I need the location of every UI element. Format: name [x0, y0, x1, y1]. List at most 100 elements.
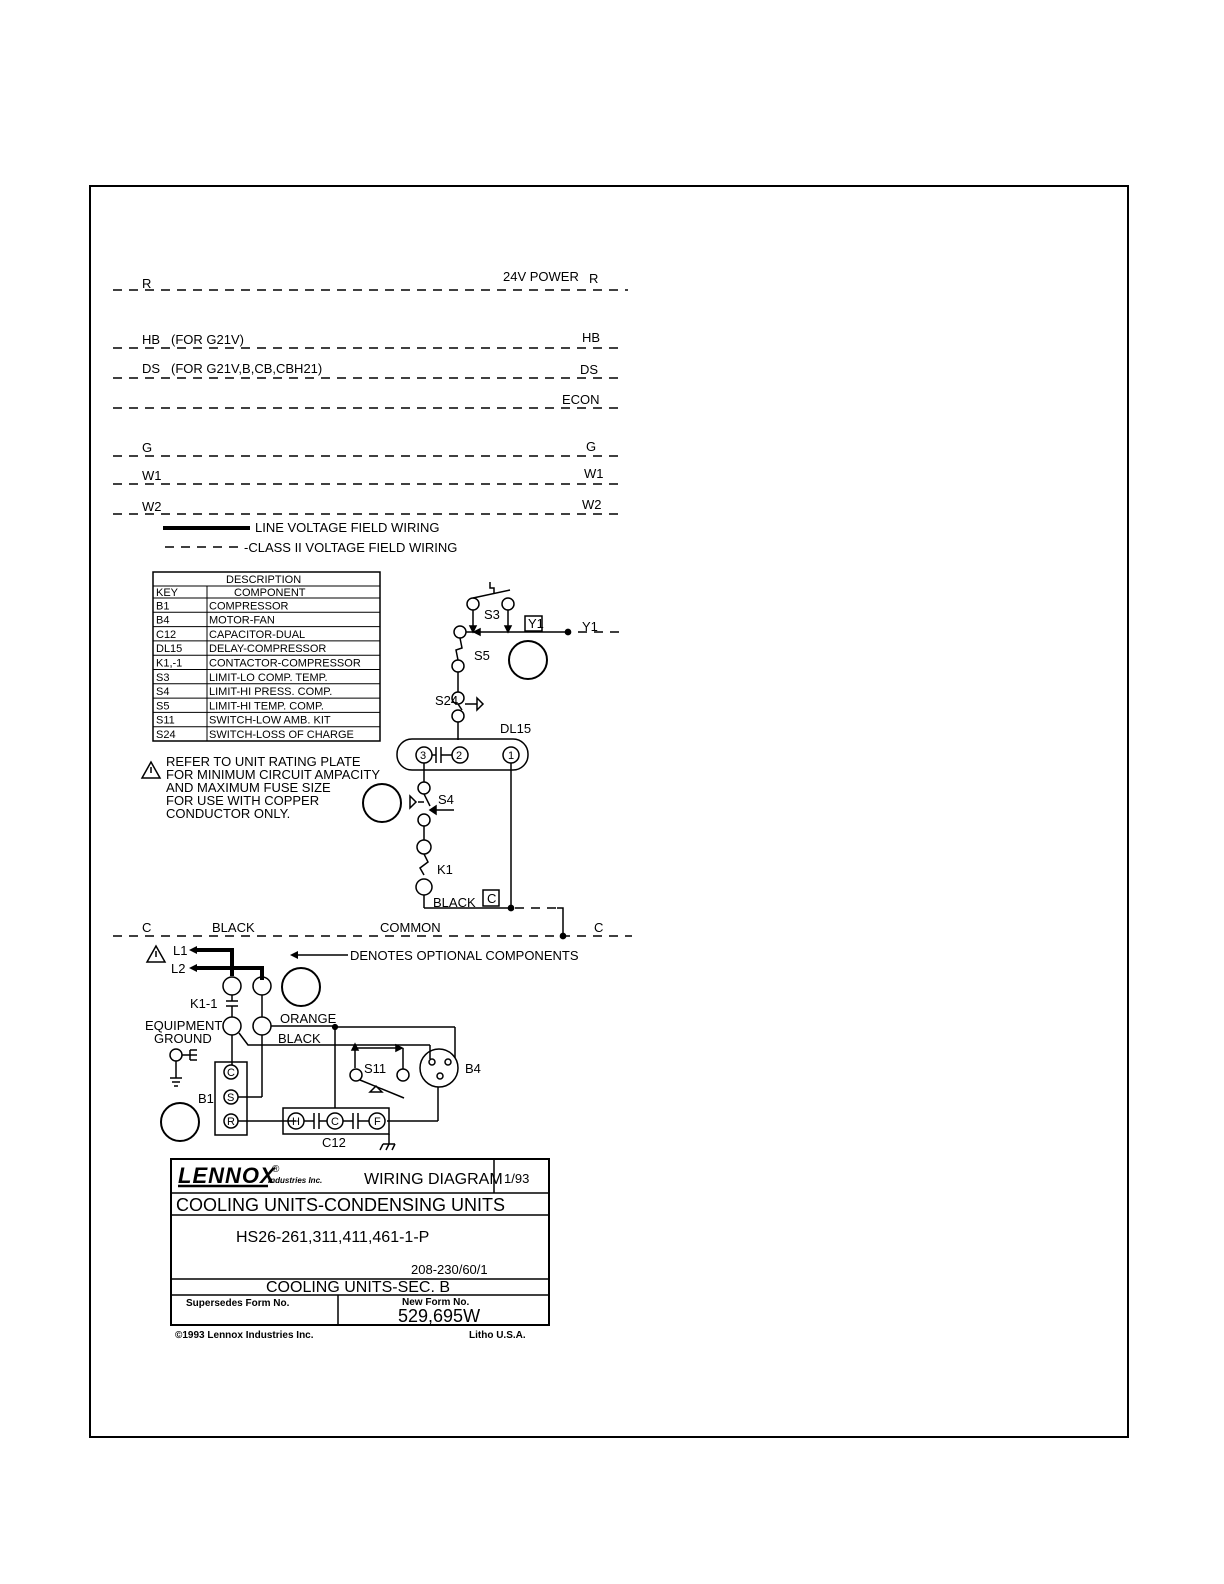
terminal-c-left: C	[142, 920, 151, 935]
table-component-cell: SWITCH-LOW AMB. KIT	[209, 715, 331, 727]
table-key-cell: S5	[156, 700, 169, 712]
table-header-key: KEY	[156, 587, 179, 599]
delay-dl15	[396, 738, 529, 771]
switch-s11	[349, 1042, 410, 1099]
control-circuit	[362, 582, 572, 940]
field-wiring-labels: R 24V POWER R HB (FOR G21V) HB DS (FOR G…	[142, 269, 604, 935]
terminal-c-box	[482, 889, 500, 907]
terminal-c-right: C	[594, 920, 603, 935]
switch-s24	[451, 672, 485, 740]
table-key-cell: C12	[156, 629, 176, 641]
label-b1-s: S	[227, 1092, 234, 1104]
legend: LINE VOLTAGE FIELD WIRING -CLASS II VOLT…	[163, 520, 457, 555]
brand-sub: Industries Inc.	[268, 1176, 322, 1185]
optional-component-circle	[160, 1102, 200, 1142]
litho: Litho U.S.A.	[469, 1330, 526, 1341]
line-voltage-circuit	[145, 944, 459, 1151]
wire-common-label: COMMON	[380, 920, 441, 935]
label-l1: L1	[173, 943, 187, 958]
table-key-cell: B4	[156, 615, 169, 627]
label-s3: S3	[484, 607, 500, 622]
ds-note: (FOR G21V,B,CB,CBH21)	[171, 361, 322, 376]
switch-s5	[451, 637, 465, 673]
motor-fan-b4	[387, 1045, 459, 1122]
label-s5: S5	[474, 648, 490, 663]
label-terminal-1: 1	[508, 750, 514, 762]
table-title: DESCRIPTION	[226, 574, 301, 586]
table-component-cell: CAPACITOR-DUAL	[209, 629, 305, 641]
label-c12-f: F	[374, 1116, 381, 1128]
note-line-4: FOR USE WITH COPPER	[166, 793, 319, 808]
label-s24: S24	[435, 693, 458, 708]
doc-models: HS26-261,311,411,461-1-P	[236, 1229, 429, 1246]
terminal-g-right: G	[586, 439, 596, 454]
doc-category: COOLING UNITS-CONDENSING UNITS	[176, 1195, 505, 1215]
label-black-box: BLACK	[433, 895, 476, 910]
table-key-cell: S3	[156, 672, 169, 684]
label-c12-h: H	[292, 1116, 300, 1128]
table-component-cell: SWITCH-LOSS OF CHARGE	[209, 729, 354, 741]
control-circuit-labels: S3 Y1 S5 S24 DL15 3 2 1 S4 K1 BLACK C	[420, 607, 544, 910]
label-y1-box: Y1	[528, 616, 544, 631]
warning-triangle-icon	[140, 760, 162, 779]
note-line-1: REFER TO UNIT RATING PLATE	[166, 754, 361, 769]
terminal-y1-box	[524, 615, 543, 632]
label-s4: S4	[438, 792, 454, 807]
label-terminal-2: 2	[456, 750, 462, 762]
copyright: ©1993 Lennox Industries Inc.	[175, 1330, 314, 1341]
ground-icon	[169, 1048, 197, 1087]
form-number: 529,695W	[398, 1306, 480, 1326]
line-voltage-labels: L1 L2 DENOTES OPTIONAL COMPONENTS K1-1 E…	[145, 943, 579, 1150]
label-l2: L2	[171, 961, 185, 976]
note-line-3: AND MAXIMUM FUSE SIZE	[166, 780, 331, 795]
label-s11: S11	[364, 1061, 386, 1076]
table-key-cell: DL15	[156, 643, 182, 655]
field-wiring-lines	[113, 289, 632, 937]
terminal-y1-right: Y1	[582, 619, 598, 634]
label-orange: ORANGE	[280, 1011, 337, 1026]
label-c-box: C	[487, 891, 496, 906]
switch-s4	[409, 763, 454, 827]
label-c12: C12	[322, 1135, 346, 1150]
contactor-coil-k1	[415, 826, 433, 908]
brand-logo: LENNOX	[178, 1163, 276, 1188]
doc-voltage: 208-230/60/1	[411, 1262, 488, 1277]
table-component-cell: LIMIT-LO COMP. TEMP.	[209, 672, 328, 684]
new-form-label: New Form No.	[402, 1297, 469, 1308]
table-component-cell: LIMIT-HI TEMP. COMP.	[209, 700, 324, 712]
doc-date: 1/93	[504, 1171, 529, 1186]
power-label: 24V POWER	[503, 269, 579, 284]
terminal-r-right: R	[589, 271, 598, 286]
rating-note: REFER TO UNIT RATING PLATE FOR MINIMUM C…	[140, 754, 380, 821]
terminal-ds-right: DS	[580, 362, 598, 377]
label-black: BLACK	[278, 1031, 321, 1046]
switch-s3	[466, 582, 515, 634]
table-key-cell: K1,-1	[156, 658, 182, 670]
table-header-component: COMPONENT	[234, 587, 306, 599]
compressor-b1	[214, 1035, 296, 1136]
supersedes-label: Supersedes Form No.	[186, 1298, 290, 1309]
terminal-hb-right: HB	[582, 330, 600, 345]
table-key-cell: S24	[156, 729, 176, 741]
table-key-cell: B1	[156, 600, 169, 612]
label-equipment-ground-1: EQUIPMENT	[145, 1018, 222, 1033]
table-key-cell: S11	[156, 715, 175, 727]
terminal-w1-left: W1	[142, 468, 162, 483]
label-c12-c: C	[331, 1116, 339, 1128]
label-equipment-ground-2: GROUND	[154, 1031, 212, 1046]
label-b1: B1	[198, 1091, 214, 1106]
warning-triangle-icon	[145, 944, 167, 963]
label-b1-c: C	[227, 1067, 235, 1079]
terminal-r-left: R	[142, 276, 151, 291]
terminal-g-left: G	[142, 440, 152, 455]
title-block: LENNOX ® Industries Inc. WIRING DIAGRAM …	[170, 1158, 550, 1341]
table-component-cell: CONTACTOR-COMPRESSOR	[209, 658, 361, 670]
doc-section: COOLING UNITS-SEC. B	[266, 1279, 450, 1296]
terminal-w2-right: W2	[582, 497, 602, 512]
optional-component-circle	[362, 783, 402, 823]
note-line-5: CONDUCTOR ONLY.	[166, 806, 290, 821]
terminal-econ: ECON	[562, 392, 600, 407]
